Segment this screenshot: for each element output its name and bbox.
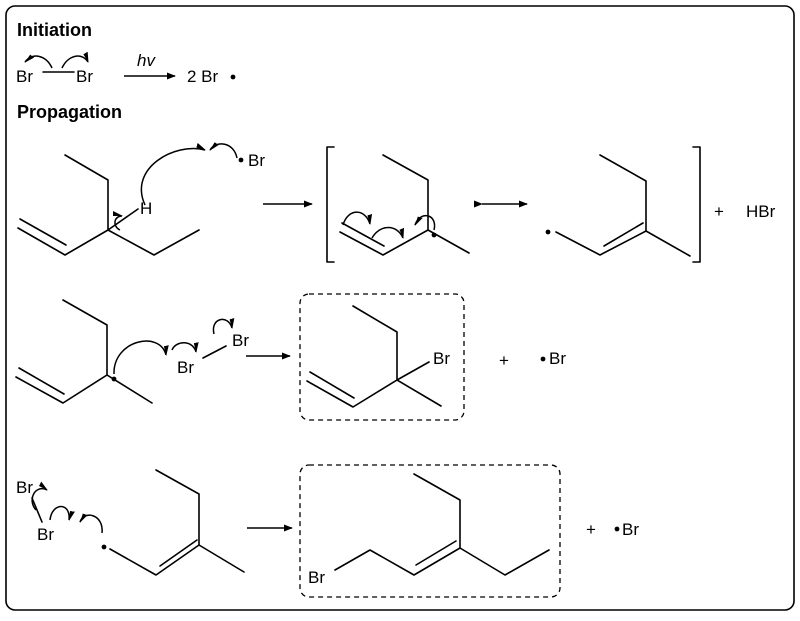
hv-label: hv <box>137 51 156 70</box>
plus-sign: + <box>714 202 724 221</box>
br-atom-label: Br <box>248 151 265 170</box>
propagation-row-3: Br Br Br + Br <box>16 464 639 598</box>
product-box <box>299 464 561 598</box>
tertiary-bromide-product <box>306 305 442 408</box>
br-atom-label: Br <box>308 568 325 587</box>
product-box <box>299 293 465 421</box>
fishhook-arrow <box>113 340 169 375</box>
propagation-heading: Propagation <box>17 102 122 122</box>
allyl-radical-resonance-b <box>555 154 691 257</box>
right-bracket <box>692 146 701 263</box>
propagation-row-2: Br Br Br + Br <box>15 293 566 421</box>
fishhook-arrow <box>171 342 199 353</box>
fishhook-arrow <box>112 211 123 231</box>
initiation-heading: Initiation <box>17 20 92 40</box>
radical-dot <box>111 376 117 382</box>
left-bracket <box>326 146 335 263</box>
br-atom-label: Br <box>37 525 54 544</box>
radical-dot <box>230 74 236 80</box>
outer-frame <box>5 5 795 611</box>
fishhook-arrow <box>371 226 405 239</box>
br-br-bond <box>31 497 43 523</box>
br-atom-label: Br <box>622 520 639 539</box>
fishhook-arrow <box>49 505 75 521</box>
two-br-label: 2 Br <box>187 67 219 86</box>
plus-sign: + <box>499 351 509 370</box>
radical-dot <box>101 544 107 550</box>
fishhook-arrow <box>414 215 436 231</box>
fishhook-arrow <box>212 317 235 335</box>
propagation-row-1: H Br + HBr <box>17 142 776 263</box>
allyl-radical <box>109 469 245 576</box>
fishhook-arrow <box>342 211 373 226</box>
br-atom-label: Br <box>16 67 33 86</box>
allyl-radical-resonance-a <box>339 154 470 256</box>
alkene-molecule <box>17 154 200 256</box>
fishhook-arrow <box>61 51 89 69</box>
br-atom-label: Br <box>232 331 249 350</box>
fishhook-arrow <box>140 142 206 206</box>
radical-dot <box>238 157 244 163</box>
fishhook-arrow <box>31 481 48 511</box>
br-atom-label: Br <box>76 67 93 86</box>
initiation-step: Br Br hv 2 Br <box>16 51 236 86</box>
br-atom-label: Br <box>177 358 194 377</box>
radical-dot <box>545 229 551 235</box>
radical-dot <box>614 526 620 532</box>
hbr-label: HBr <box>746 202 776 221</box>
c-h-bond <box>107 208 139 231</box>
br-atom-label: Br <box>433 349 450 368</box>
primary-bromide-product <box>334 473 550 576</box>
fishhook-arrow <box>79 513 103 534</box>
radical-dot <box>540 356 546 362</box>
br-br-bond <box>202 345 227 359</box>
radical-dot <box>431 232 437 238</box>
fishhook-arrow <box>24 54 53 69</box>
br-atom-label: Br <box>16 478 33 497</box>
plus-sign: + <box>586 520 596 539</box>
br-atom-label: Br <box>549 349 566 368</box>
fishhook-arrow <box>209 142 238 159</box>
h-atom-label: H <box>140 199 152 218</box>
allyl-radical <box>15 299 153 404</box>
